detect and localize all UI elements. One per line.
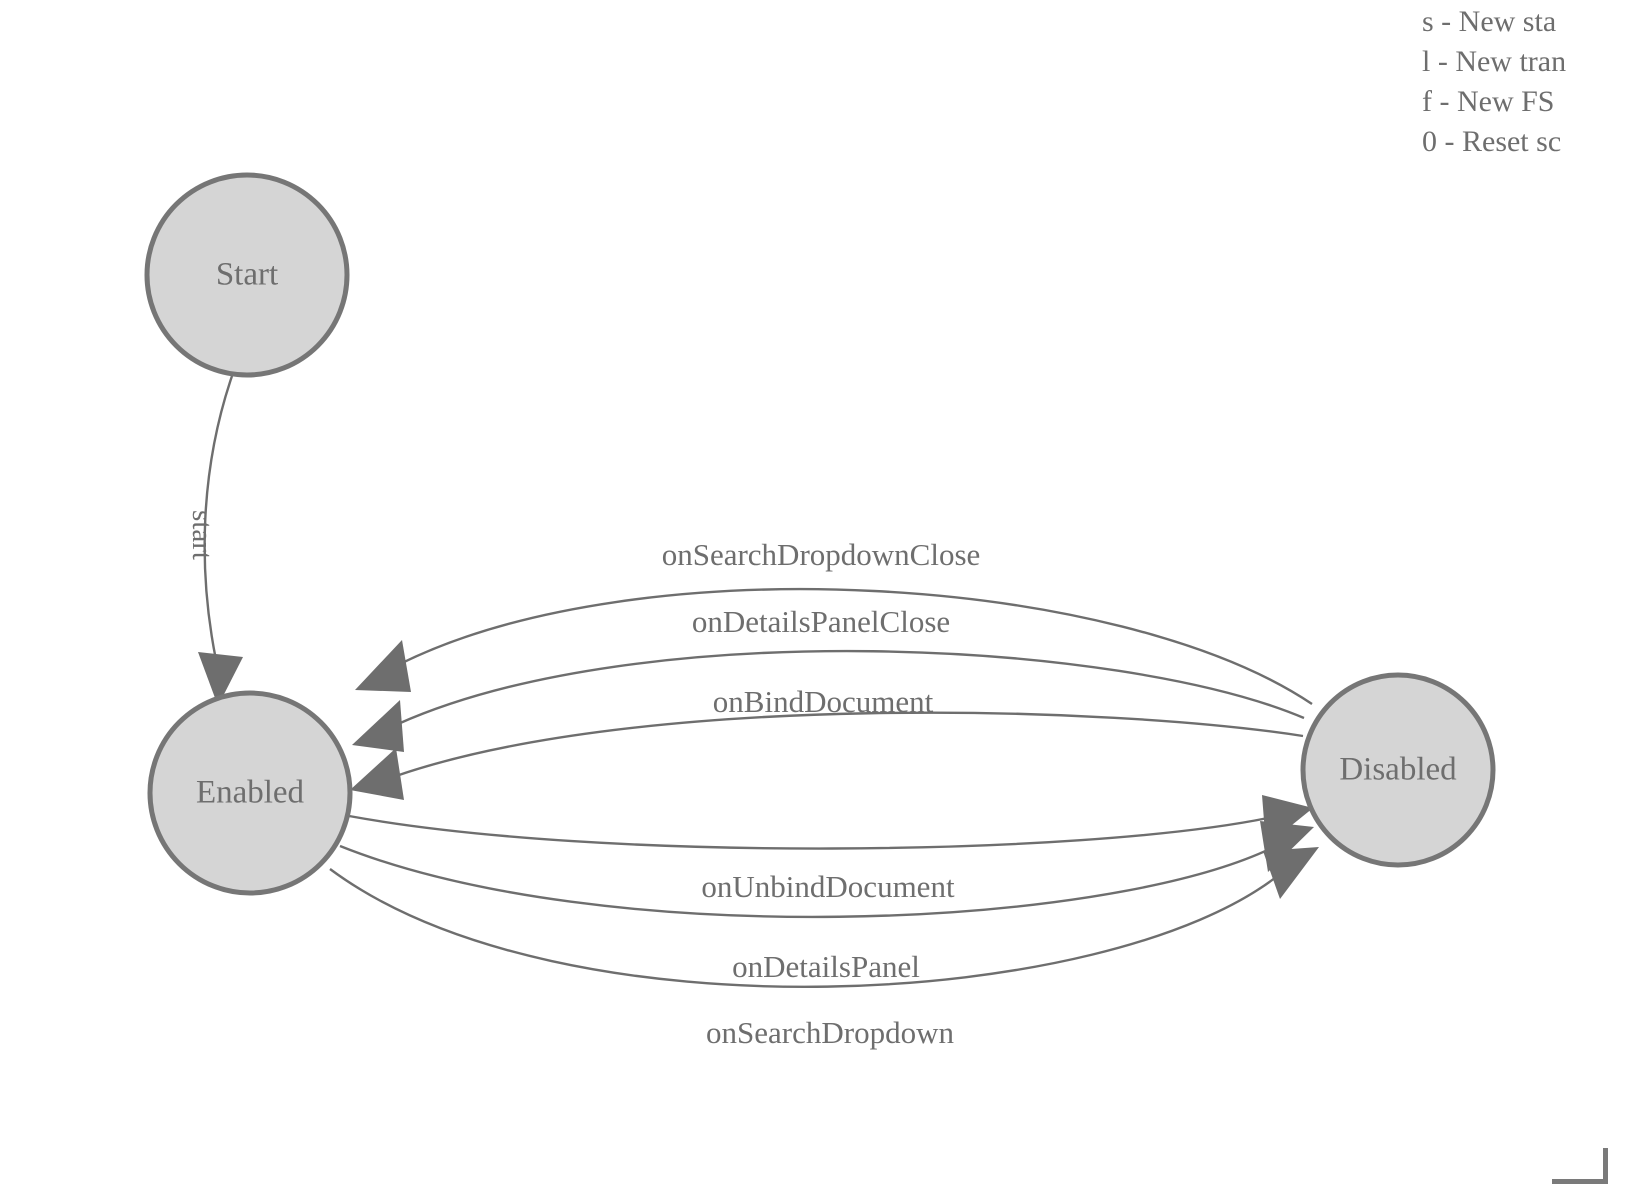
edge-path-onsearchdropdownclose bbox=[399, 587, 1313, 705]
edge-label-onsearchdropdown: onSearchDropdown bbox=[706, 1015, 954, 1050]
edge-path-ondetailspanel bbox=[339, 844, 1273, 919]
resize-corner-vertical-bar bbox=[1603, 1148, 1608, 1184]
edge-path-start bbox=[203, 375, 234, 661]
edge-disabled-to-enabled-detailspanelclose[interactable] bbox=[352, 649, 1305, 752]
edge-path-onsearchdropdown bbox=[329, 868, 1281, 989]
resize-corner-horizontal-bar bbox=[1552, 1179, 1608, 1184]
help-line-new-state: s - New sta bbox=[1422, 5, 1557, 38]
edge-label-start: start bbox=[186, 510, 218, 560]
edge-disabled-to-enabled-binddocument[interactable] bbox=[350, 711, 1304, 800]
edge-label-onunbinddocument: onUnbindDocument bbox=[701, 869, 955, 904]
edge-label-ondetailspanelclose: onDetailsPanelClose bbox=[692, 604, 950, 639]
state-node-disabled[interactable]: Disabled bbox=[1300, 672, 1496, 868]
resize-corner-handle[interactable] bbox=[1552, 1148, 1608, 1184]
edge-path-ondetailspanelclose bbox=[397, 649, 1305, 726]
arrowhead-onsearchdropdown bbox=[1263, 847, 1319, 899]
shortcut-help-panel: s - New sta l - New tran f - New FS 0 - … bbox=[1422, 0, 1632, 162]
state-label-enabled: Enabled bbox=[196, 775, 305, 811]
arrowhead-ondetailspanelclose bbox=[352, 700, 404, 752]
edge-enabled-to-disabled-unbinddocument[interactable] bbox=[348, 795, 1313, 850]
edge-label-onsearchdropdownclose: onSearchDropdownClose bbox=[662, 537, 981, 572]
edge-disabled-to-enabled-searchdropdownclose[interactable] bbox=[355, 587, 1313, 705]
edge-enabled-to-disabled-searchdropdown[interactable] bbox=[329, 847, 1319, 989]
state-circle-enabled[interactable] bbox=[147, 690, 353, 896]
edge-path-onunbinddocument bbox=[348, 814, 1269, 850]
arrowhead-onbinddocument bbox=[350, 748, 404, 800]
help-line-new-fsm: f - New FS bbox=[1422, 85, 1555, 118]
state-node-start[interactable]: Start bbox=[144, 172, 350, 378]
state-circle-disabled[interactable] bbox=[1300, 672, 1496, 868]
edge-label-onbinddocument: onBindDocument bbox=[713, 684, 934, 719]
arrowhead-onsearchdropdownclose bbox=[355, 640, 411, 692]
state-label-disabled: Disabled bbox=[1339, 752, 1457, 788]
help-line-reset: 0 - Reset sc bbox=[1422, 125, 1562, 158]
arrowhead-start-to-enabled bbox=[198, 652, 243, 706]
edge-path-onbinddocument bbox=[395, 711, 1304, 778]
help-line-new-transition: l - New tran bbox=[1422, 45, 1567, 78]
state-circle-start[interactable] bbox=[144, 172, 350, 378]
edge-label-ondetailspanel: onDetailsPanel bbox=[732, 949, 920, 984]
state-node-enabled[interactable]: Enabled bbox=[147, 690, 353, 896]
edge-start-to-enabled[interactable] bbox=[198, 375, 243, 706]
state-label-start: Start bbox=[216, 257, 278, 293]
